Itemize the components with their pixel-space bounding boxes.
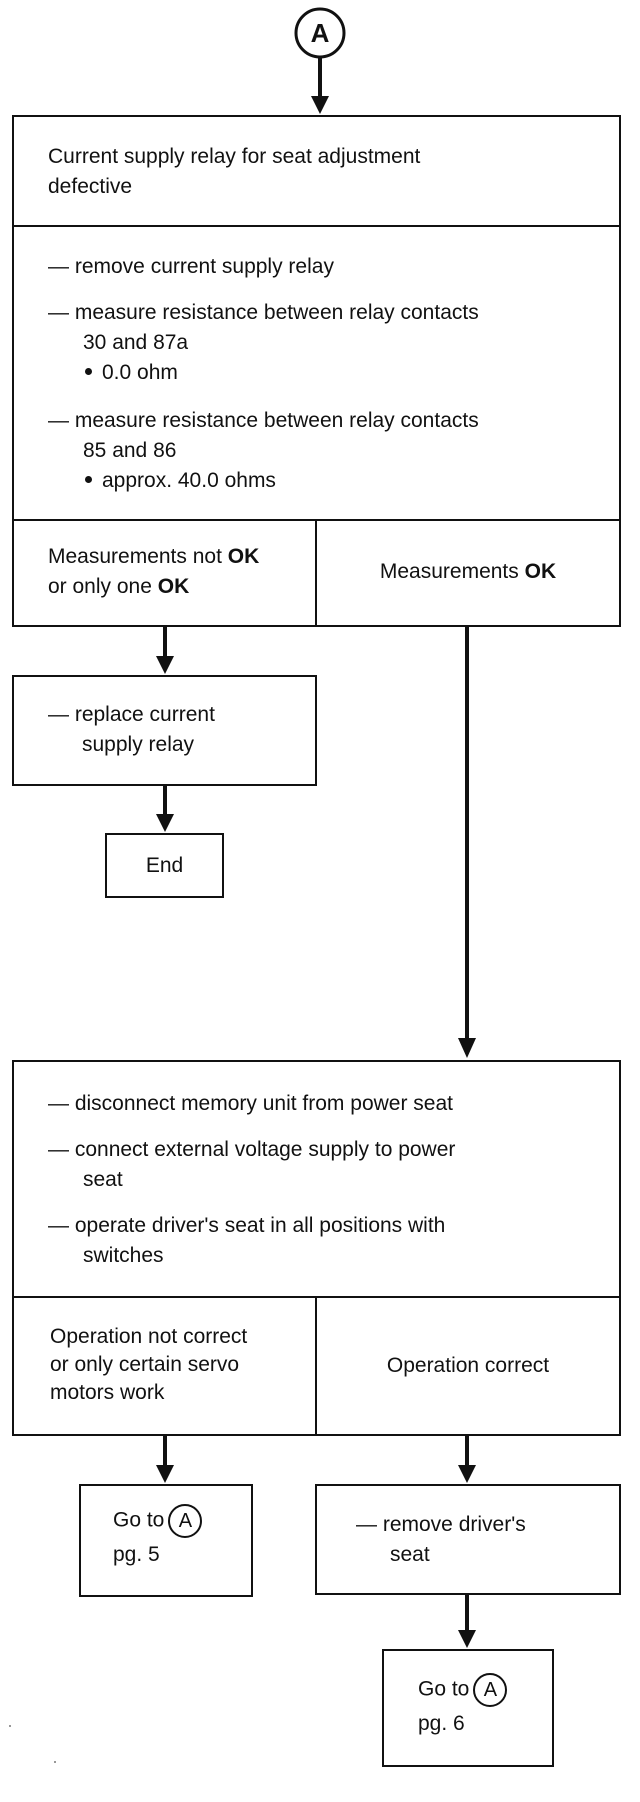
step-measure-1-line1: — measure resistance between relay conta… <box>48 301 479 324</box>
goto5-box-border <box>79 1484 253 1597</box>
branch2-right: Operation correct <box>386 1354 550 1377</box>
test-item-1: — disconnect memory unit from power seat <box>48 1092 453 1115</box>
step-measure-2-line1: — measure resistance between relay conta… <box>48 409 479 432</box>
branch2-left-line2: or only certain servo <box>50 1353 240 1376</box>
test-item-3-line1: — operate driver's seat in all positions… <box>48 1214 446 1237</box>
step-measure-2-value: approx. 40.0 ohms <box>85 466 276 496</box>
replace-line-1: — replace current <box>48 703 215 726</box>
goto6-text: Go to <box>418 1677 470 1701</box>
goto6-page: pg. 6 <box>418 1712 465 1735</box>
scan-speck <box>54 1761 56 1763</box>
bullet-icon <box>85 367 92 375</box>
test-item-2-line2: seat <box>83 1168 123 1191</box>
end-label: End <box>145 854 184 877</box>
arrowhead-end <box>156 814 174 832</box>
end-box-border <box>105 833 224 898</box>
connector-a-icon: A <box>473 1673 508 1707</box>
replace-line-2: supply relay <box>82 733 195 756</box>
arrowhead-goto5 <box>156 1465 174 1483</box>
branch1-right-text: Measurements <box>379 560 525 583</box>
test-item-2-line1: — connect external voltage supply to pow… <box>48 1138 456 1161</box>
arrowhead-goto6 <box>458 1630 476 1648</box>
test-item-3-line2: switches <box>83 1244 164 1267</box>
branch1-right: Measurements OK <box>316 557 620 587</box>
bullet-icon <box>85 475 92 483</box>
goto5-text: Go to <box>113 1508 165 1532</box>
value-0-ohm: 0.0 ohm <box>102 361 178 384</box>
branch1-left-line2: or only one OK <box>48 572 189 602</box>
branch1-left-text: or only one <box>48 575 158 598</box>
value-40-ohms: approx. 40.0 ohms <box>102 469 276 492</box>
step-measure-1-line2: 30 and 87a <box>83 331 189 354</box>
branch2-left-line1: Operation not correct <box>50 1325 248 1348</box>
ok-label: OK <box>524 560 557 583</box>
step-remove-relay: — remove current supply relay <box>48 255 334 278</box>
header-line-2: defective <box>48 175 133 198</box>
branch2-left-line3: motors work <box>50 1381 165 1404</box>
ok-label: OK <box>227 545 260 568</box>
ok-label: OK <box>157 575 190 598</box>
connector-a-icon: A <box>168 1504 203 1538</box>
step-measure-2-line2: 85 and 86 <box>83 439 177 462</box>
top-connector-label: A <box>311 18 330 48</box>
header-line-1: Current supply relay for seat adjustment <box>48 145 421 168</box>
goto5-page: pg. 5 <box>113 1543 160 1566</box>
remove-seat-line2: seat <box>390 1543 430 1566</box>
remove-seat-line1: — remove driver's <box>356 1513 526 1536</box>
arrowhead-remove-seat <box>458 1465 476 1483</box>
scan-speck <box>9 1725 11 1727</box>
arrowhead-replace <box>156 656 174 674</box>
branch1-left-text: Measurements not <box>48 545 228 568</box>
step-measure-1-value: 0.0 ohm <box>85 358 178 388</box>
arrowhead-header <box>311 96 329 114</box>
arrowhead-test <box>458 1038 476 1058</box>
goto6-box-border <box>382 1649 554 1767</box>
branch1-left-line1: Measurements not OK <box>48 542 259 572</box>
